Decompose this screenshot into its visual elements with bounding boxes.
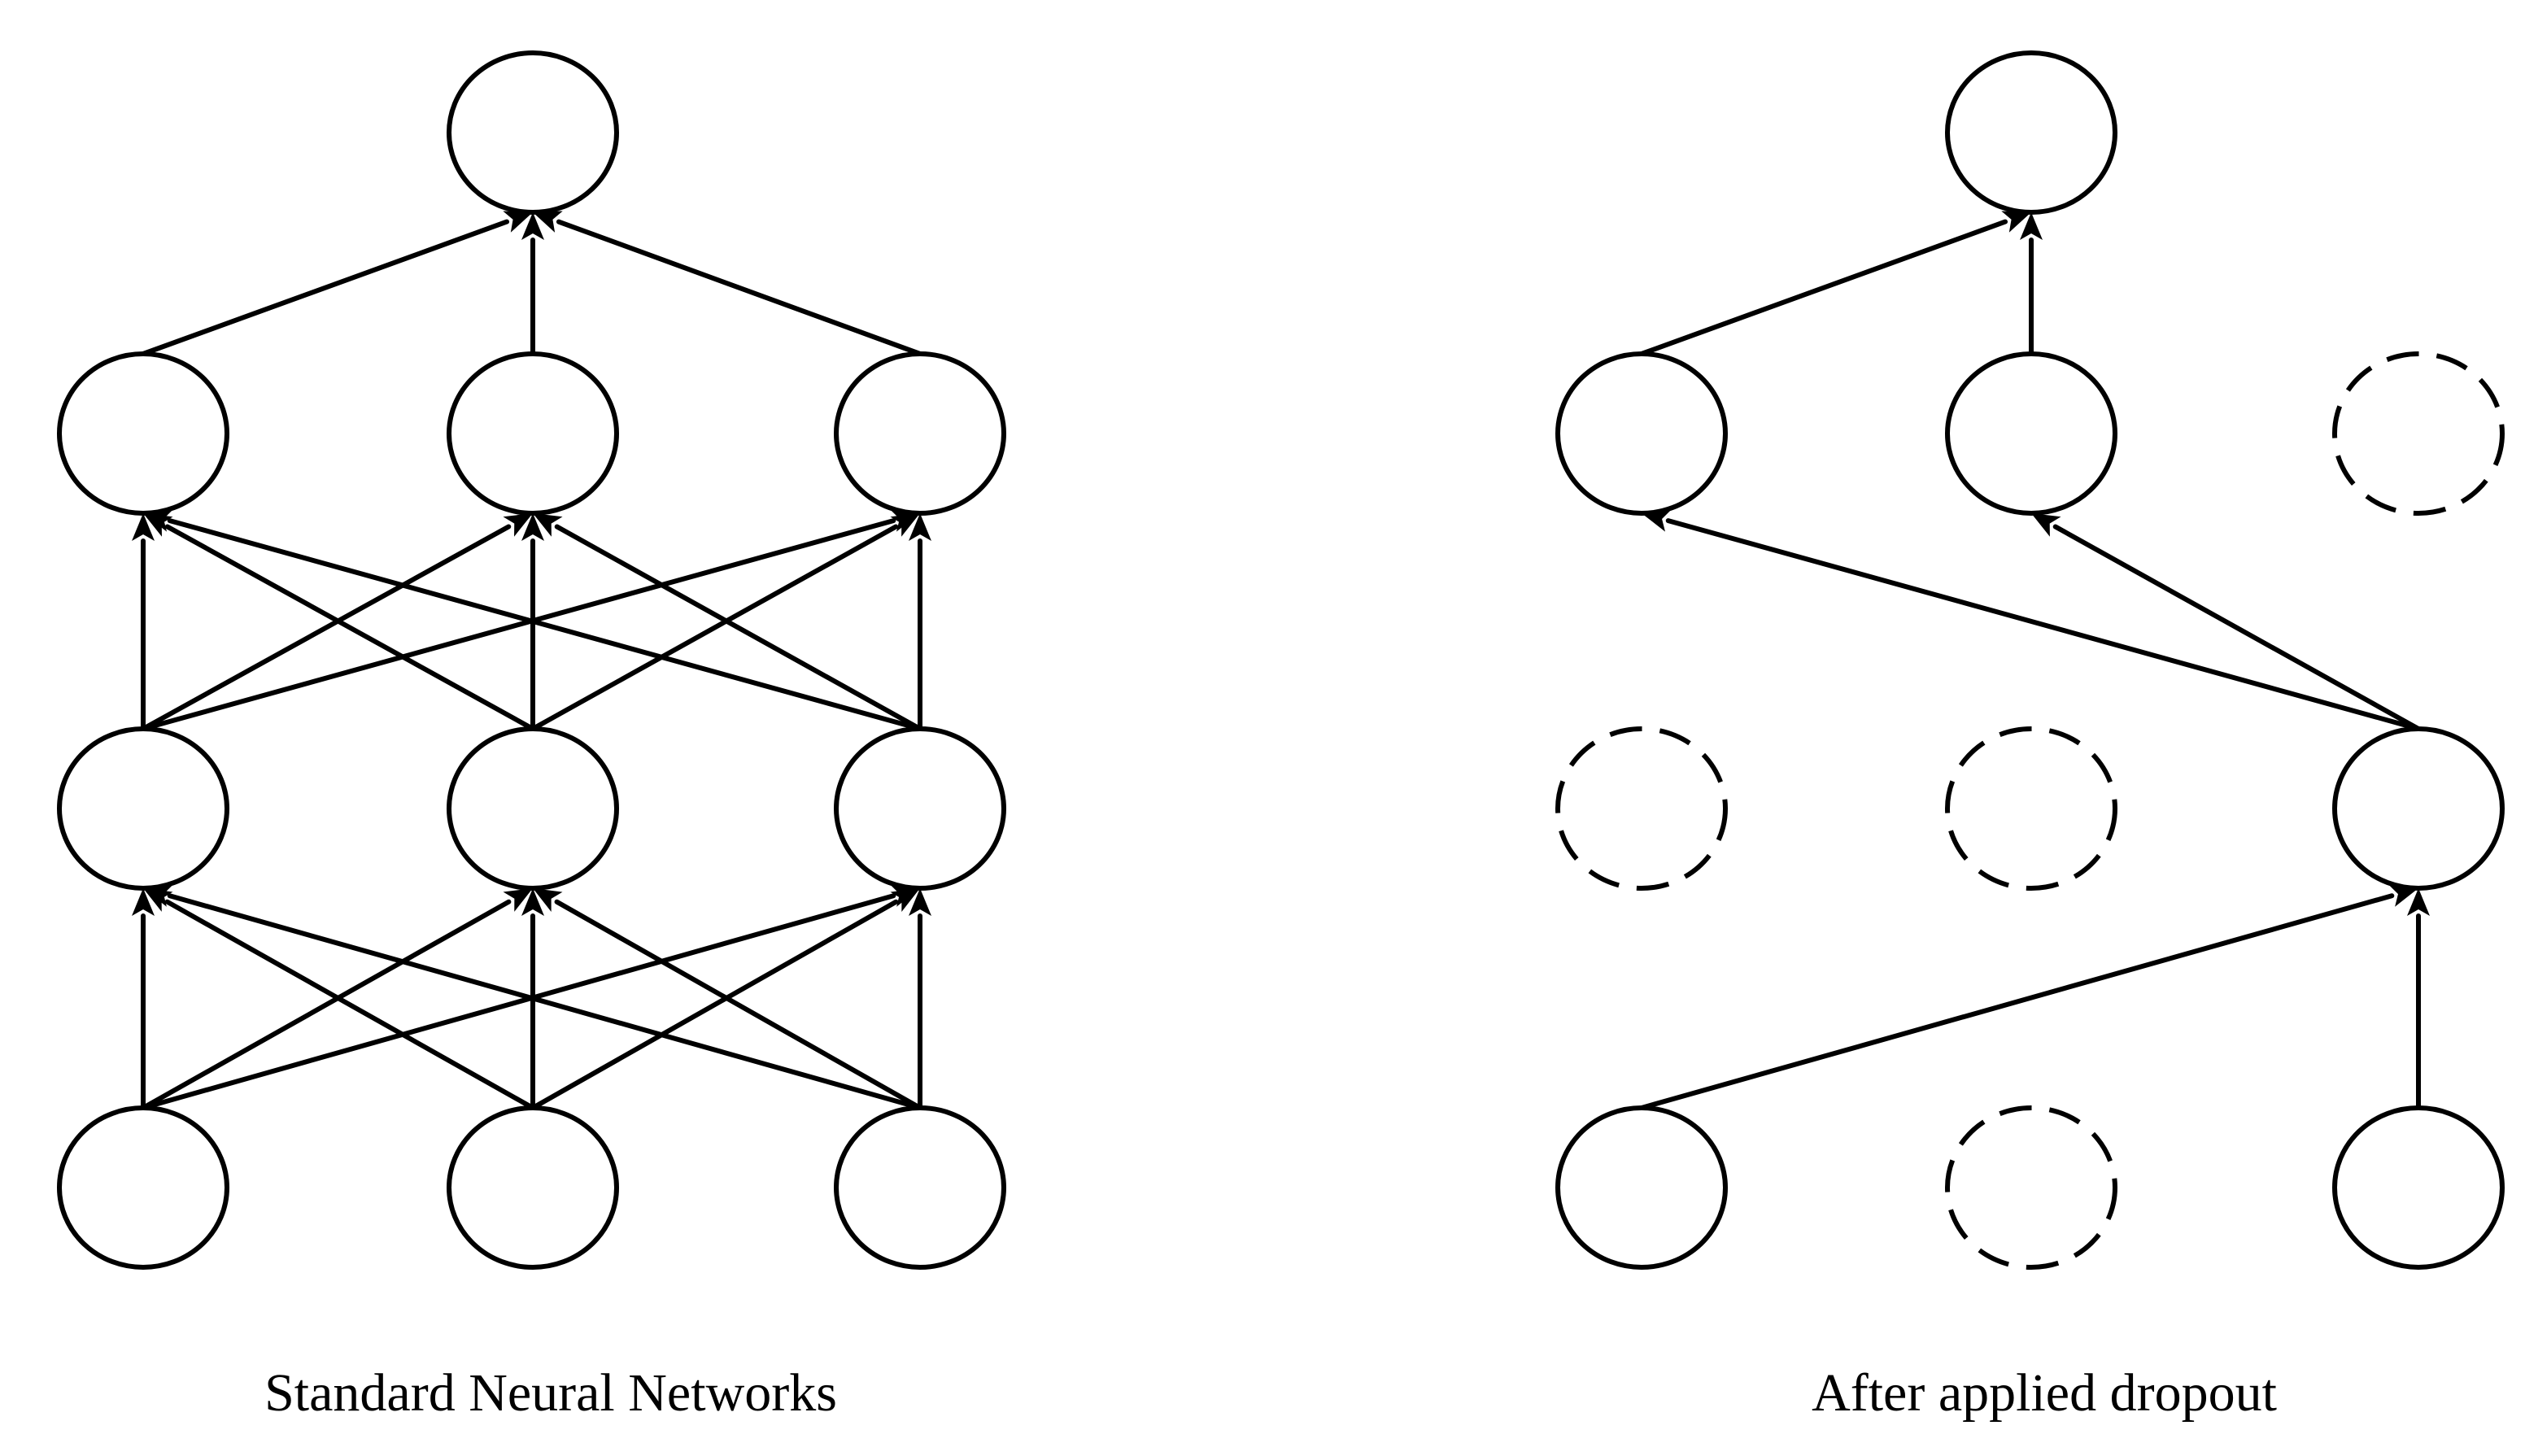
arrowhead-icon: [143, 888, 173, 912]
connection-line: [556, 219, 922, 356]
connection-line: [141, 518, 896, 731]
connection-line: [167, 893, 922, 1110]
edge-L0N2-to-L1N2: [2407, 888, 2430, 1110]
edge-L2N0-to-L3N0: [141, 211, 533, 356]
connection-line: [530, 899, 899, 1110]
edge-L0N1-to-L1N1: [521, 888, 544, 1110]
arrowhead-icon: [521, 212, 544, 240]
neuron-node: [57, 726, 229, 891]
edge-L1N1-to-L2N1: [521, 513, 544, 731]
neuron-node: [57, 351, 229, 516]
arrowhead-icon: [909, 888, 931, 916]
arrowhead-icon: [533, 888, 563, 912]
edge-L0N0-to-L1N1: [141, 888, 533, 1110]
neuron-node: [1945, 50, 2117, 215]
connection-line: [530, 524, 899, 731]
neuron-node: [1945, 351, 2117, 516]
edge-L2N2-to-L3N0: [533, 211, 922, 356]
connection-line: [1639, 219, 2008, 356]
arrowhead-icon: [533, 211, 563, 233]
edge-L0N2-to-L1N1: [533, 888, 922, 1110]
connection-line: [141, 219, 510, 356]
neuron-node: [2332, 1105, 2505, 1270]
dropped-neuron-node: [2332, 351, 2505, 516]
edge-L1N2-to-L2N0: [1642, 509, 2421, 731]
edge-L1N0-to-L2N0: [132, 513, 155, 731]
connection-line: [164, 524, 535, 731]
edge-L2N1-to-L3N0: [521, 212, 544, 356]
neuron-node: [834, 351, 1006, 516]
neuron-node: [447, 351, 619, 516]
connection-line: [164, 899, 535, 1110]
neuron-node: [57, 1105, 229, 1270]
dropped-neuron-node: [1945, 1105, 2117, 1270]
edge-L1N2-to-L2N1: [2031, 513, 2421, 731]
edge-L0N0-to-L1N2: [1639, 884, 2418, 1110]
edge-L2N1-to-L3N0: [2020, 212, 2043, 356]
arrowhead-icon: [2001, 211, 2031, 233]
panel-standard-network: [57, 50, 1006, 1270]
arrowhead-icon: [533, 513, 563, 537]
edge-L0N1-to-L1N0: [143, 888, 535, 1110]
dropped-neuron-node: [1945, 726, 2117, 891]
neuron-node: [447, 726, 619, 891]
edge-L1N1-to-L2N2: [530, 513, 920, 731]
edge-L1N1-to-L2N0: [143, 513, 535, 731]
arrowhead-icon: [909, 513, 931, 541]
connection-line: [167, 518, 922, 731]
edge-L0N0-to-L1N0: [132, 888, 155, 1110]
edge-L0N2-to-L1N2: [909, 888, 931, 1110]
arrowhead-icon: [890, 888, 920, 912]
neuron-node: [834, 1105, 1006, 1270]
arrowhead-icon: [2031, 513, 2061, 537]
dropped-neuron-node: [1555, 726, 1728, 891]
arrowhead-icon: [503, 211, 533, 233]
arrowhead-icon: [521, 888, 544, 916]
arrowhead-icon: [132, 888, 155, 916]
neuron-node: [447, 50, 619, 215]
arrowhead-icon: [890, 513, 920, 537]
connection-line: [1639, 893, 2395, 1110]
edge-L2N0-to-L3N0: [1639, 211, 2031, 356]
connection-line: [554, 899, 922, 1110]
arrowhead-icon: [521, 513, 544, 541]
connection-line: [554, 524, 922, 731]
arrowhead-icon: [143, 513, 173, 537]
neuron-node: [834, 726, 1006, 891]
arrowhead-icon: [503, 513, 533, 537]
edge-L1N0-to-L2N1: [141, 513, 533, 731]
neuron-node: [447, 1105, 619, 1270]
connection-line: [141, 899, 512, 1110]
arrowhead-icon: [2407, 888, 2430, 916]
caption-standard-neural-networks: Standard Neural Networks: [264, 1363, 837, 1423]
connection-line: [1665, 518, 2421, 731]
neuron-node: [1555, 351, 1728, 516]
caption-after-applied-dropout: After applied dropout: [1812, 1363, 2277, 1423]
edge-L1N2-to-L2N2: [909, 513, 931, 731]
neuron-node: [1555, 1105, 1728, 1270]
connection-line: [2052, 524, 2421, 731]
panel-dropout-network: [1555, 50, 2505, 1270]
edge-L1N2-to-L2N1: [533, 513, 922, 731]
connection-line: [141, 524, 512, 731]
edge-L0N1-to-L1N2: [530, 888, 920, 1110]
arrowhead-icon: [132, 513, 155, 541]
arrowhead-icon: [503, 888, 533, 912]
arrowhead-icon: [2020, 212, 2043, 240]
connection-line: [141, 893, 896, 1110]
neuron-node: [2332, 726, 2505, 891]
